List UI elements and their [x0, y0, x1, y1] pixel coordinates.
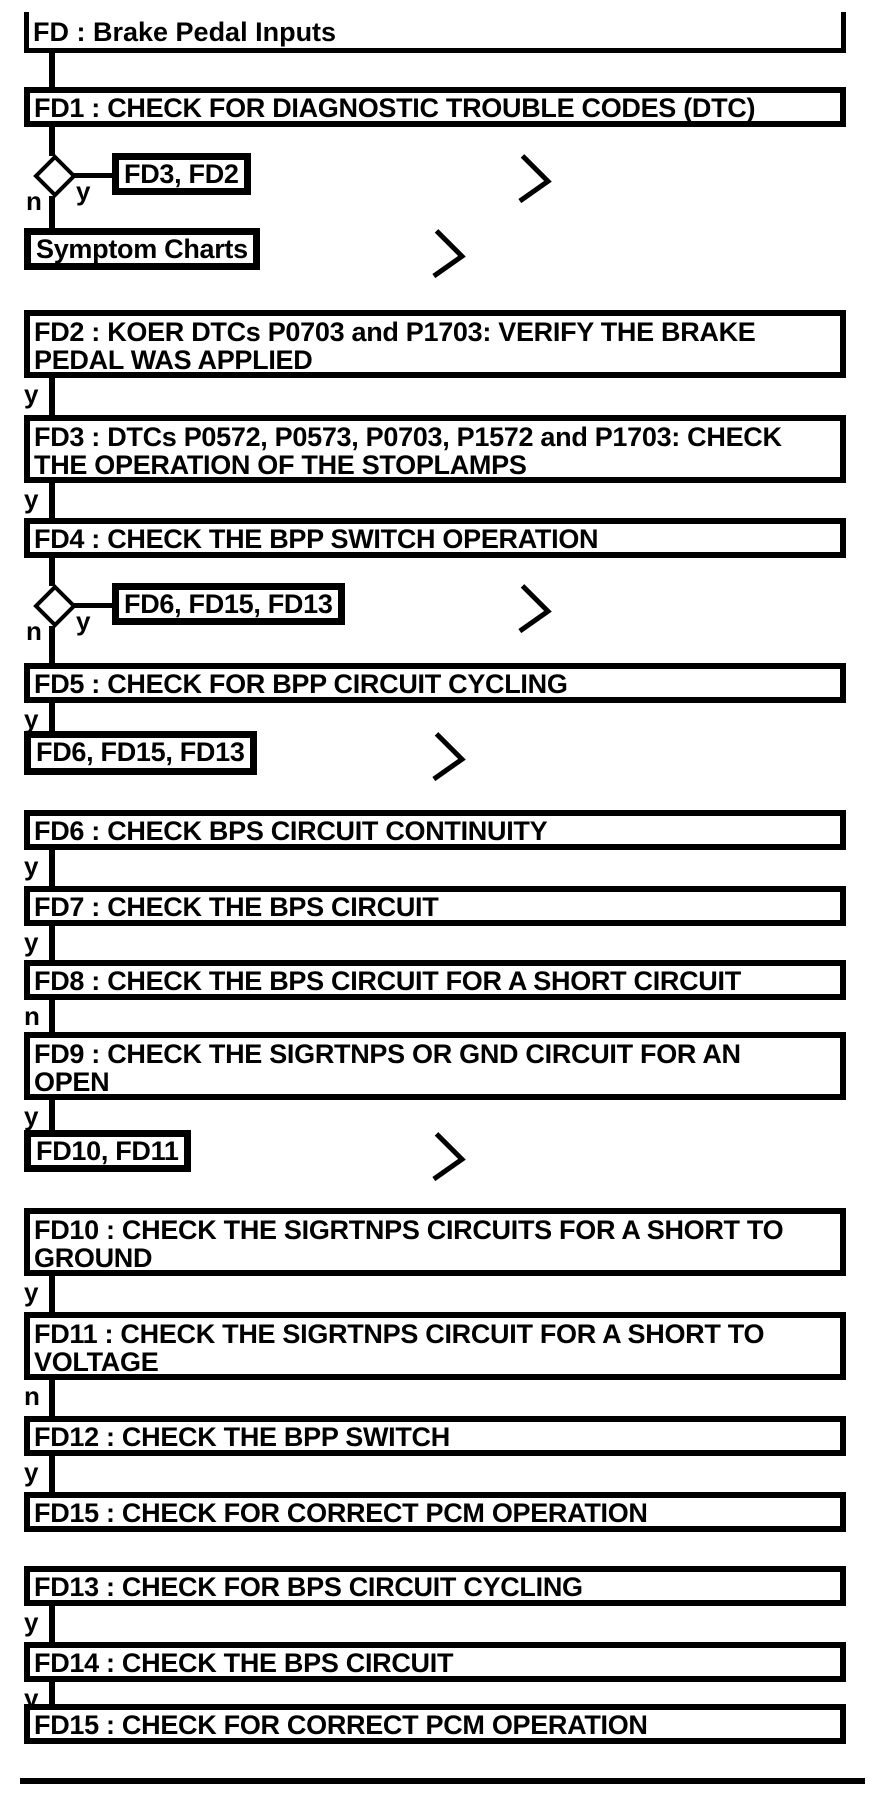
- step-box-fd1: FD1 : CHECK FOR DIAGNOSTIC TROUBLE CODES…: [24, 87, 846, 127]
- decision-diamond: [33, 154, 77, 198]
- connector-line: [73, 603, 113, 608]
- step-box-fd7: FD7 : CHECK THE BPS CIRCUIT: [24, 886, 846, 926]
- connector-line: [49, 483, 55, 518]
- step-box-fd11: FD11 : CHECK THE SIGRTNPS CIRCUIT FOR A …: [24, 1312, 846, 1380]
- branch-label-yes: y: [24, 851, 39, 881]
- branch-label-no: n: [24, 1381, 40, 1411]
- branch-label-yes: y: [76, 176, 91, 206]
- decision-diamond: [33, 584, 77, 628]
- continuation-arrow-icon: [518, 584, 552, 634]
- branch-label-no: n: [26, 616, 42, 646]
- step-box-fd6: FD6 : CHECK BPS CIRCUIT CONTINUITY: [24, 810, 846, 850]
- branch-label-no: n: [26, 186, 42, 216]
- connector-line: [49, 626, 55, 663]
- branch-label-yes: y: [24, 1607, 39, 1637]
- step-text-line: THE OPERATION OF THE STOPLAMPS: [34, 450, 527, 480]
- step-text-line: FD10 : CHECK THE SIGRTNPS CIRCUITS FOR A…: [34, 1215, 784, 1245]
- continuation-arrow-icon: [432, 732, 466, 782]
- step-box-fd8: FD8 : CHECK THE BPS CIRCUIT FOR A SHORT …: [24, 960, 846, 1000]
- title-box-fd: FD : Brake Pedal Inputs: [24, 12, 846, 53]
- step-box-fd10: FD10 : CHECK THE SIGRTNPS CIRCUITS FOR A…: [24, 1208, 846, 1276]
- connector-line: [49, 1276, 55, 1312]
- step-text-line: PEDAL WAS APPLIED: [34, 345, 313, 375]
- step-text-line: VOLTAGE: [34, 1347, 159, 1377]
- connector-line: [73, 173, 113, 178]
- step-box-fd15: FD15 : CHECK FOR CORRECT PCM OPERATION: [24, 1492, 846, 1532]
- branch-label-yes: y: [24, 484, 39, 514]
- step-box-fd14: FD14 : CHECK THE BPS CIRCUIT: [24, 1642, 846, 1682]
- branch-label-yes: y: [24, 1101, 39, 1131]
- connector-line: [49, 1606, 55, 1642]
- connector-line: [49, 558, 55, 586]
- branch-label-yes: y: [76, 606, 91, 636]
- goto-box-fd10-fd11: FD10, FD11: [24, 1130, 191, 1172]
- connector-line: [49, 127, 55, 156]
- bottom-divider: [20, 1778, 865, 1784]
- connector-line: [49, 1100, 55, 1130]
- step-box-fd12: FD12 : CHECK THE BPP SWITCH: [24, 1416, 846, 1456]
- branch-label-no: n: [24, 1001, 40, 1031]
- step-text-line: FD2 : KOER DTCs P0703 and P1703: VERIFY …: [34, 317, 756, 347]
- step-box-fd15-final: FD15 : CHECK FOR CORRECT PCM OPERATION: [24, 1704, 846, 1744]
- goto-box-fd6-fd15-fd13: FD6, FD15, FD13: [112, 583, 345, 625]
- step-box-fd4: FD4 : CHECK THE BPP SWITCH OPERATION: [24, 518, 846, 558]
- step-box-fd5: FD5 : CHECK FOR BPP CIRCUIT CYCLING: [24, 663, 846, 703]
- connector-line: [49, 378, 55, 415]
- step-box-fd13: FD13 : CHECK FOR BPS CIRCUIT CYCLING: [24, 1566, 846, 1606]
- goto-box-fd3-fd2: FD3, FD2: [112, 153, 251, 195]
- step-box-fd9: FD9 : CHECK THE SIGRTNPS OR GND CIRCUIT …: [24, 1032, 846, 1100]
- branch-label-yes: y: [24, 1457, 39, 1487]
- connector-line: [49, 926, 55, 960]
- continuation-arrow-icon: [432, 229, 466, 279]
- branch-label-yes: y: [24, 927, 39, 957]
- connector-line: [49, 1000, 55, 1032]
- connector-line: [49, 850, 55, 886]
- connector-line: [49, 1456, 55, 1492]
- step-box-fd2: FD2 : KOER DTCs P0703 and P1703: VERIFY …: [24, 310, 846, 378]
- goto-box-symptom-charts: Symptom Charts: [24, 228, 260, 270]
- connector-line: [49, 1380, 55, 1416]
- connector-line: [49, 703, 55, 731]
- connector-line: [49, 196, 55, 228]
- branch-label-yes: y: [24, 1277, 39, 1307]
- step-text-line: FD9 : CHECK THE SIGRTNPS OR GND CIRCUIT …: [34, 1039, 741, 1069]
- step-text-line: FD11 : CHECK THE SIGRTNPS CIRCUIT FOR A …: [34, 1319, 765, 1349]
- step-box-fd3: FD3 : DTCs P0572, P0573, P0703, P1572 an…: [24, 415, 846, 483]
- connector-line: [49, 53, 55, 87]
- continuation-arrow-icon: [432, 1132, 466, 1182]
- branch-label-yes: y: [24, 704, 39, 734]
- step-text-line: OPEN: [34, 1067, 110, 1097]
- connector-line: [49, 1682, 55, 1704]
- continuation-arrow-icon: [518, 154, 552, 204]
- branch-label-yes: y: [24, 379, 39, 409]
- step-text-line: FD3 : DTCs P0572, P0573, P0703, P1572 an…: [34, 422, 782, 452]
- step-text-line: GROUND: [34, 1243, 153, 1273]
- goto-box-fd6-fd15-fd13: FD6, FD15, FD13: [24, 731, 257, 775]
